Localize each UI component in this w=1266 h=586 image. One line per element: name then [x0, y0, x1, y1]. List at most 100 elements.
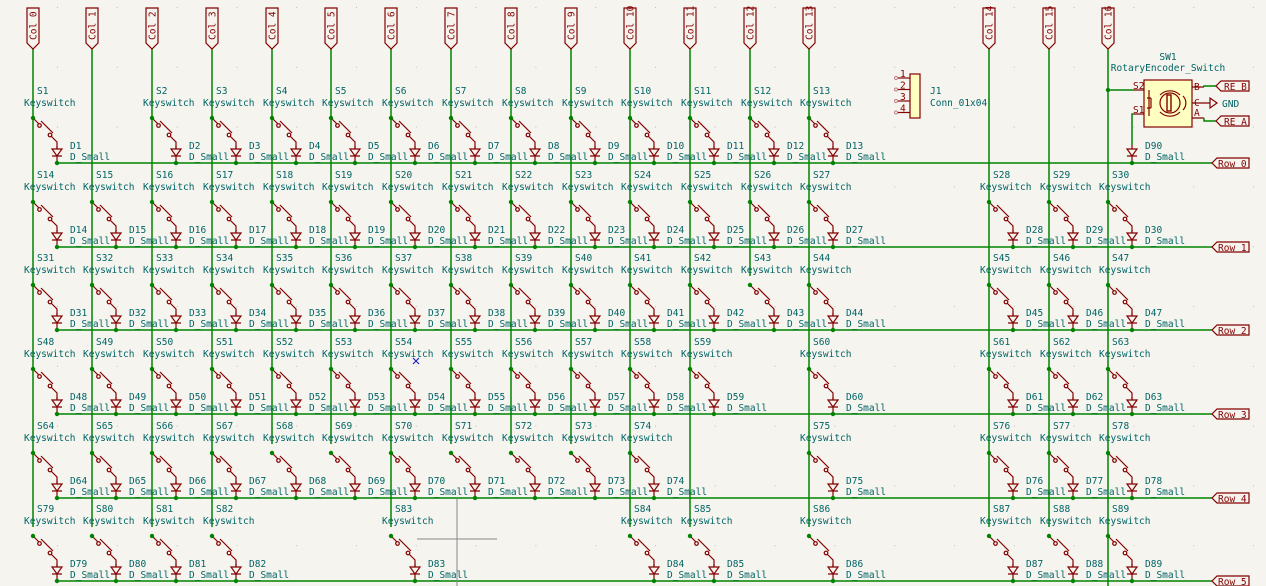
row-label-0[interactable]: Row 0 — [1211, 157, 1250, 170]
re-b-label[interactable]: RE B — [1224, 82, 1247, 93]
column-label-7[interactable]: Col 7 — [444, 7, 458, 50]
column-label-9[interactable]: Col 9 — [564, 7, 578, 50]
row-label-2[interactable]: Row 2 — [1211, 324, 1250, 337]
row-label-5[interactable]: Row 5 — [1211, 575, 1250, 586]
column-label-3[interactable]: Col 3 — [205, 7, 219, 50]
column-label-8[interactable]: Col 8 — [504, 7, 518, 50]
row-label-1[interactable]: Row 1 — [1211, 241, 1250, 254]
column-label-15[interactable]: Col 15 — [1042, 6, 1056, 50]
column-label-13[interactable]: Col 13 — [802, 6, 816, 50]
column-label-2[interactable]: Col 2 — [145, 7, 159, 50]
column-label-16[interactable]: Col 16 — [1101, 5, 1115, 50]
column-label-14[interactable]: Col 14 — [982, 5, 996, 50]
column-label-6[interactable]: Col 6 — [384, 7, 398, 50]
column-label-10[interactable]: Col 10 — [623, 5, 637, 50]
column-label-5[interactable]: Col 5 — [324, 7, 338, 50]
re-a-label[interactable]: RE A — [1224, 117, 1247, 128]
row-label-3[interactable]: Row 3 — [1211, 408, 1250, 421]
column-label-0[interactable]: Col 0 — [26, 7, 40, 50]
column-label-12[interactable]: Col 12 — [743, 6, 757, 50]
rotary-encoder-sw1[interactable]: SW1 RotaryEncoder_Switch S2 S1 B C A GND… — [1105, 52, 1250, 166]
column-label-4[interactable]: Col 4 — [265, 7, 279, 50]
column-label-11[interactable]: Col 11 — [683, 5, 697, 50]
